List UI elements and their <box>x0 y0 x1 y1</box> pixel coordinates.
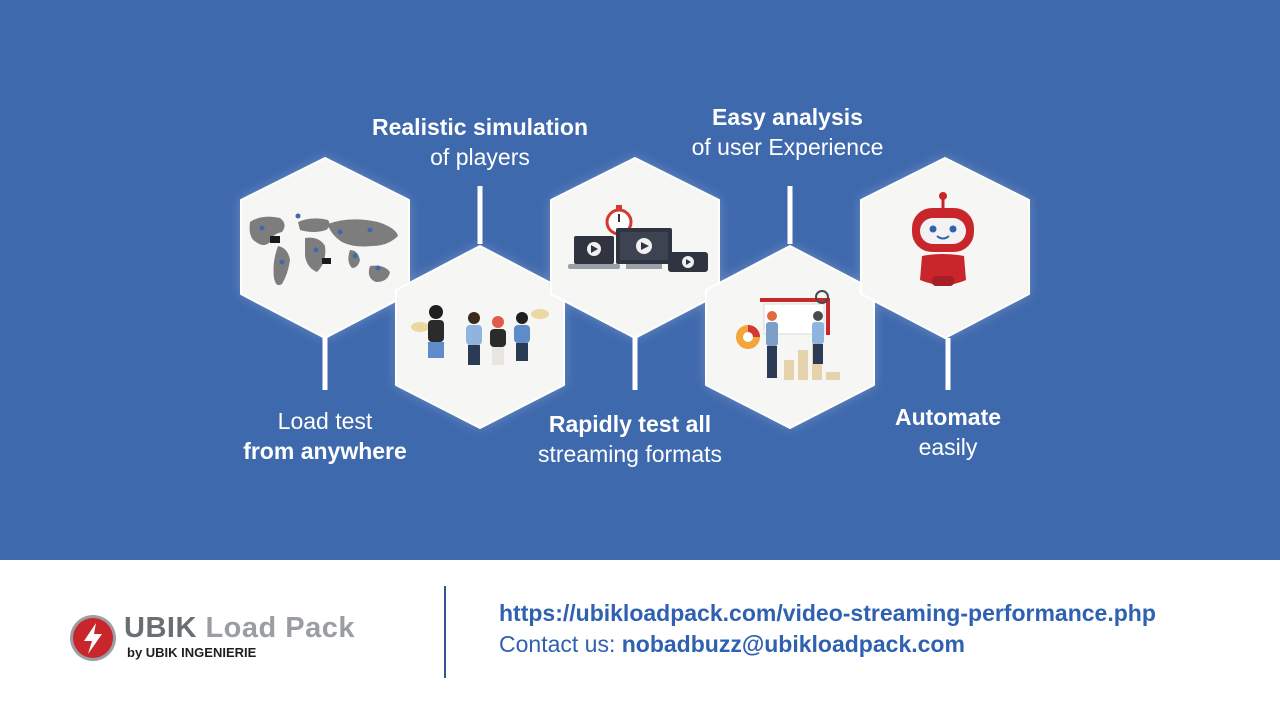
hexagon-chain <box>240 157 1030 429</box>
contact-line: Contact us: nobadbuzz@ubikloadpack.com <box>499 631 965 658</box>
feature-caption-line1: Realistic simulation <box>371 114 588 140</box>
analytics-team-icon <box>736 290 840 380</box>
contact-email-link[interactable]: nobadbuzz@ubikloadpack.com <box>621 631 965 657</box>
feature-caption-line1: Rapidly test all <box>548 411 712 437</box>
devices-stopwatch-icon <box>568 205 708 272</box>
people-group-icon <box>411 305 549 365</box>
footer <box>0 560 1280 720</box>
feature-caption-rapid-test: Rapidly test all streaming formats <box>525 409 735 469</box>
brand-name: UBIK Load Pack <box>124 612 355 645</box>
feature-caption-line2: from anywhere <box>243 438 407 464</box>
feature-caption-line2: of players <box>430 144 530 170</box>
robot-icon <box>912 192 974 286</box>
feature-caption-line2: easily <box>918 434 978 460</box>
feature-caption-line1: Load test <box>277 408 373 434</box>
contact-label: Contact us: <box>499 631 616 657</box>
brand-name-bold: UBIK <box>124 612 197 644</box>
feature-banner: Load test from anywhere Realistic simula… <box>0 0 1280 560</box>
world-map-icon <box>249 213 398 286</box>
feature-caption-line1: Automate <box>894 404 1002 430</box>
footer-divider <box>444 586 446 678</box>
product-url-link[interactable]: https://ubikloadpack.com/video-streaming… <box>499 600 1156 626</box>
feature-caption-load-test: Load test from anywhere <box>235 406 415 466</box>
brand-byline: by UBIK INGENIERIE <box>127 645 257 660</box>
connector-lines <box>322 186 951 390</box>
feature-caption-automate: Automate easily <box>878 402 1018 462</box>
feature-caption-easy-analysis: Easy analysis of user Experience <box>680 102 895 162</box>
feature-caption-line2: of user Experience <box>691 134 884 160</box>
feature-caption-line1: Easy analysis <box>712 104 863 130</box>
feature-caption-realistic-simulation: Realistic simulation of players <box>355 112 605 172</box>
lightning-badge-icon <box>70 615 116 661</box>
hexagon-easy-analysis <box>705 245 875 429</box>
feature-caption-line2: streaming formats <box>537 441 723 467</box>
brand-name-rest: Load Pack <box>205 612 356 644</box>
